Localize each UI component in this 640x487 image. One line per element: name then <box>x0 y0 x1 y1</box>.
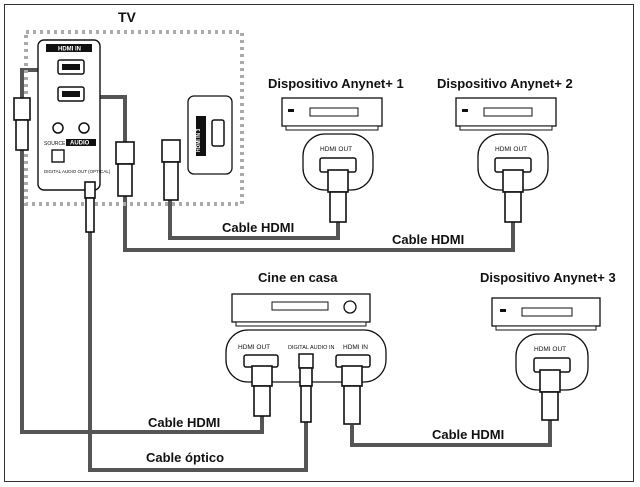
anynet3-port-label: HDMI OUT <box>534 346 566 353</box>
optical-plug <box>85 197 95 233</box>
anynet3-title: Dispositivo Anynet+ 3 <box>480 270 616 285</box>
diagram-frame <box>4 4 634 482</box>
home-theater-hdmi-out-label: HDMI OUT <box>238 344 270 351</box>
cable-home-theater-to-anynet3 <box>350 420 552 447</box>
optical-plug <box>84 181 96 199</box>
hdmi-plug <box>115 141 135 165</box>
anynet1-port-label: HDMI OUT <box>320 146 352 153</box>
hdmi-plug <box>161 139 181 163</box>
anynet2-port-label: HDMI OUT <box>495 146 527 153</box>
anynet1-title: Dispositivo Anynet+ 1 <box>268 76 404 91</box>
tv-hdmi-in-label-bg <box>46 44 92 52</box>
home-theater-title: Cine en casa <box>258 270 338 285</box>
tv-side-panel <box>187 95 233 175</box>
cable-labels: Cable HDMI Cable HDMI Cable HDMI Cable H… <box>146 220 504 465</box>
hdmi-plug <box>117 163 133 197</box>
tv-outline <box>24 30 244 206</box>
tv-side-hdmi-label: HDMI IN 3 <box>196 128 202 152</box>
cable-label-hdmi-4: Cable HDMI <box>432 427 504 442</box>
hdmi-plug <box>539 369 561 393</box>
tv-audio-label: AUDIO <box>70 141 90 147</box>
cable-label-optical: Cable óptico <box>146 450 224 465</box>
home-theater-hdmi-in-label: HDMI IN <box>343 344 368 351</box>
hdmi-plug <box>329 191 347 223</box>
hdmi-plug <box>502 169 524 193</box>
home-theater-device: Cine en casa HDMI OUT DIGITAL AUDIO IN H… <box>225 270 387 425</box>
cable-tv-to-anynet1 <box>168 200 340 240</box>
plugs <box>13 97 181 233</box>
anynet2-title: Dispositivo Anynet+ 2 <box>437 76 573 91</box>
tv-optical-port <box>51 149 65 163</box>
anynet2-device: Dispositivo Anynet+ 2 HDMI OUT <box>437 76 573 223</box>
cable-optical <box>88 232 308 472</box>
anynet1-device: Dispositivo Anynet+ 1 HDMI OUT <box>268 76 404 223</box>
hdmi-plug <box>504 191 522 223</box>
tv-panel: TV HDMI IN AUDIO SOURCE DIGITAL AUDIO OU… <box>24 9 244 206</box>
hdmi-plug <box>13 97 31 121</box>
tv-digital-audio-out-label: DIGITAL AUDIO OUT (OPTICAL) <box>44 169 111 174</box>
hdmi-plug <box>341 365 363 387</box>
optical-plug <box>300 385 312 423</box>
hdmi-plug <box>343 385 361 425</box>
hdmi-plug <box>251 365 273 387</box>
home-theater-digital-audio-in-label: DIGITAL AUDIO IN <box>288 345 334 351</box>
anynet3-device: Dispositivo Anynet+ 3 HDMI OUT <box>480 270 616 421</box>
cable-tv-inner-2 <box>95 95 127 145</box>
hdmi-plug <box>541 391 559 421</box>
tv-audio-jack-left <box>52 122 64 134</box>
hdmi-plug <box>327 169 349 193</box>
cable-tv-to-home-theater <box>20 150 264 434</box>
tv-source-label: SOURCE <box>44 141 66 147</box>
optical-plug <box>299 367 313 387</box>
cable-label-hdmi-2: Cable HDMI <box>392 232 464 247</box>
cable-tv-to-anynet2 <box>123 195 515 252</box>
tv-audio-jack-right <box>78 122 90 134</box>
cables <box>20 68 552 472</box>
hdmi-plug <box>253 385 271 417</box>
hdmi-plug <box>15 119 29 151</box>
tv-hdmi-in-label: HDMI IN <box>58 47 81 53</box>
hdmi-plug <box>163 161 179 201</box>
cable-label-hdmi-1: Cable HDMI <box>222 220 294 235</box>
tv-side-hdmi-port <box>211 119 225 147</box>
tv-title: TV <box>118 9 137 25</box>
cable-label-hdmi-3: Cable HDMI <box>148 415 220 430</box>
